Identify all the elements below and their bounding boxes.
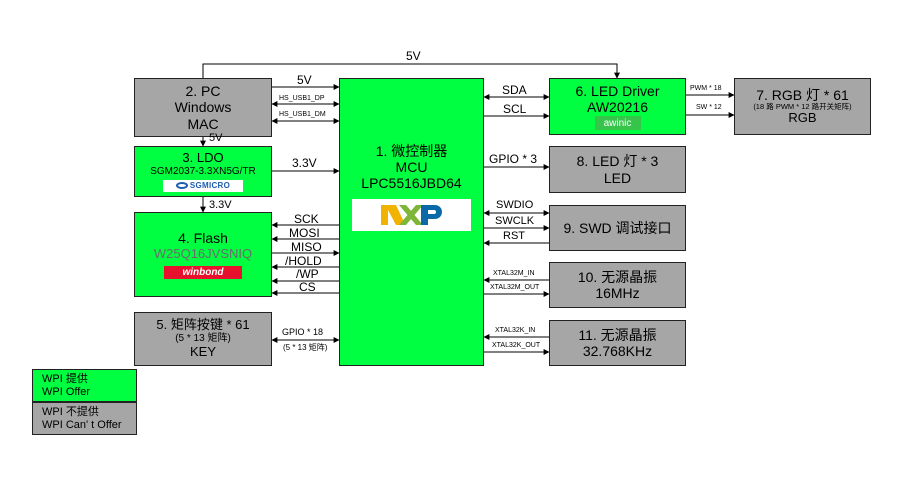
sck-label: SCK bbox=[294, 212, 319, 226]
rgb-matrix-desc: (18 路 PWM * 12 路开关矩阵) bbox=[753, 101, 852, 111]
legend-wpi-offer: WPI 提供 WPI Offer bbox=[32, 369, 137, 402]
wp-label: /WP bbox=[296, 267, 319, 281]
mcu-subtitle: MCU bbox=[395, 158, 428, 175]
led-block: 8. LED 灯 * 3 LED bbox=[549, 146, 686, 193]
swdio-label: SWDIO bbox=[496, 199, 534, 211]
legend-not-line2: WPI Can' t Offer bbox=[42, 418, 122, 431]
key-matrix-label: (5 * 13 矩阵) bbox=[283, 343, 328, 352]
winbond-logo-text: winbond bbox=[182, 266, 224, 278]
led-driver-part-number: AW20216 bbox=[587, 99, 648, 115]
xtal32k-title: 11. 无源晶振 bbox=[578, 326, 657, 343]
led-label: LED bbox=[603, 169, 632, 186]
swclk-label: SWCLK bbox=[495, 215, 535, 227]
xtal32m-block: 10. 无源晶振 16MHz bbox=[549, 262, 686, 308]
wire-5v-top bbox=[202, 63, 620, 79]
pc-block: 2. PC Windows MAC bbox=[134, 78, 272, 137]
legend-offer-line1: WPI 提供 bbox=[42, 372, 88, 385]
rgb-label: RGB bbox=[788, 110, 817, 126]
mcu-supply-3v3-label: 3.3V bbox=[292, 156, 317, 170]
usb-dp-label: HS_USB1_DP bbox=[279, 95, 325, 102]
top-5v-label: 5V bbox=[406, 49, 421, 63]
xtal32m-out-label: XTAL32M_OUT bbox=[490, 284, 540, 291]
led-gpio-label: GPIO * 3 bbox=[489, 152, 538, 166]
winbond-logo: winbond bbox=[164, 265, 242, 279]
key-gpio-label: GPIO * 18 bbox=[282, 327, 324, 337]
sgmicro-swirl-icon bbox=[175, 182, 188, 190]
legend-wpi-not-offer: WPI 不提供 WPI Can' t Offer bbox=[32, 402, 137, 435]
ldo-input-5v-label: 5V bbox=[209, 132, 223, 144]
scl-label: SCL bbox=[503, 102, 527, 116]
ldo-title: 3. LDO bbox=[182, 150, 224, 166]
awinic-logo: awinic bbox=[594, 116, 641, 131]
flash-supply-3v3-label: 3.3V bbox=[209, 199, 232, 211]
flash-part-number: W25Q16JVSNIQ bbox=[153, 245, 253, 261]
xtal32k-frequency: 32.768KHz bbox=[582, 343, 653, 359]
cs-label: CS bbox=[299, 280, 316, 294]
sgmicro-logo: SGMICRO bbox=[163, 179, 243, 192]
xtal32m-frequency: 16MHz bbox=[595, 285, 640, 301]
mcu-block: 1. 微控制器 MCU LPC5516JBD64 bbox=[339, 78, 484, 366]
sda-label: SDA bbox=[502, 83, 527, 97]
hold-label: /HOLD bbox=[285, 254, 322, 268]
key-matrix-size: (5 * 13 矩阵) bbox=[175, 333, 231, 345]
pwm-label: PWM * 18 bbox=[690, 85, 722, 92]
ldo-part-number: SGM2037-3.3XN5G/TR bbox=[150, 166, 256, 178]
mosi-label: MOSI bbox=[289, 226, 320, 240]
flash-block: 4. Flash W25Q16JVSNIQ winbond bbox=[134, 212, 272, 297]
rst-label: RST bbox=[503, 230, 525, 242]
xtal32m-title: 10. 无源晶振 bbox=[577, 268, 658, 285]
led-title: 8. LED 灯 * 3 bbox=[576, 153, 659, 170]
xtal32m-in-label: XTAL32M_IN bbox=[493, 270, 535, 277]
miso-label: MISO bbox=[291, 240, 322, 254]
pc-title: 2. PC bbox=[185, 83, 221, 100]
sw-label: SW * 12 bbox=[696, 104, 722, 111]
legend-not-line1: WPI 不提供 bbox=[42, 405, 99, 418]
xtal32k-block: 11. 无源晶振 32.768KHz bbox=[549, 320, 686, 366]
pc-os-mac: MAC bbox=[187, 115, 219, 132]
key-matrix-block: 5. 矩阵按键 * 61 (5 * 13 矩阵) KEY bbox=[134, 312, 272, 366]
led-driver-title: 6. LED Driver bbox=[575, 82, 660, 99]
nxp-logo bbox=[352, 199, 471, 232]
pc-os-windows: Windows bbox=[174, 99, 232, 116]
mcu-title: 1. 微控制器 bbox=[375, 142, 448, 159]
swd-title: 9. SWD 调试接口 bbox=[563, 219, 672, 236]
key-title: 5. 矩阵按键 * 61 bbox=[156, 317, 250, 333]
xtal32k-in-label: XTAL32K_IN bbox=[495, 327, 536, 334]
rgb-title: 7. RGB 灯 * 61 bbox=[756, 86, 849, 103]
key-label: KEY bbox=[189, 343, 216, 359]
nxp-logo-icon bbox=[380, 205, 442, 226]
sgmicro-logo-text: SGMICRO bbox=[189, 181, 231, 191]
awinic-logo-text: awinic bbox=[603, 117, 632, 129]
xtal32k-out-label: XTAL32K_OUT bbox=[492, 342, 541, 349]
mcu-part-number: LPC5516JBD64 bbox=[361, 175, 462, 192]
swd-block: 9. SWD 调试接口 bbox=[549, 205, 686, 251]
usb-dm-label: HS_USB1_DM bbox=[279, 111, 326, 118]
pc-5v-label: 5V bbox=[297, 73, 312, 87]
flash-title: 4. Flash bbox=[178, 230, 228, 247]
ldo-block: 3. LDO SGM2037-3.3XN5G/TR SGMICRO bbox=[134, 146, 272, 197]
rgb-block: 7. RGB 灯 * 61 (18 路 PWM * 12 路开关矩阵) RGB bbox=[734, 78, 871, 135]
led-driver-block: 6. LED Driver AW20216 awinic bbox=[549, 78, 686, 135]
legend-offer-line2: WPI Offer bbox=[42, 385, 91, 398]
